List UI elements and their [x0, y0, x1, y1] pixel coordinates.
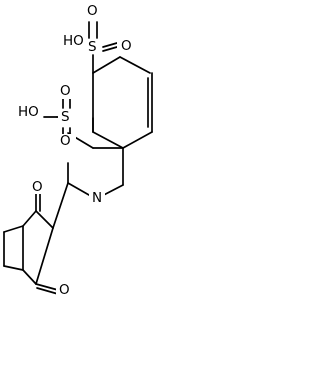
- bond: [36, 287, 59, 295]
- atom-labels: S O O HO S O O HO N O O: [18, 3, 135, 298]
- bond: [122, 131, 153, 149]
- bond: [102, 42, 118, 48]
- bond: [35, 227, 54, 285]
- oxygen-label-left-2: O: [60, 133, 71, 149]
- bond: [3, 265, 24, 271]
- oxygen-label-top-1: O: [87, 3, 98, 19]
- hydroxyl-label-top: HO: [63, 33, 84, 49]
- oxygen-label-left-1: O: [60, 83, 71, 99]
- nitrogen-label: N: [92, 190, 102, 206]
- quinoline-benzo-ring: [92, 56, 153, 149]
- bond: [102, 46, 118, 52]
- indanedione-group: [3, 192, 59, 295]
- bond: [92, 131, 124, 149]
- chemical-structure-diagram: S O O HO S O O HO N O O: [3, 3, 153, 298]
- bond: [35, 210, 54, 229]
- sulfur-label-left: S: [61, 109, 70, 125]
- oxygen-label-top-2: O: [121, 38, 132, 54]
- oxygen-label-carbonyl-bottom: O: [59, 282, 70, 298]
- bond: [3, 225, 24, 233]
- bond: [92, 56, 121, 74]
- bond: [35, 283, 59, 291]
- hydroxyl-label-left: HO: [18, 104, 39, 120]
- sulfur-label-top: S: [88, 39, 97, 55]
- bond: [119, 56, 151, 74]
- oxygen-label-carbonyl-top: O: [32, 179, 43, 195]
- sulfonic-acid-group-top: [85, 21, 118, 74]
- bond: [22, 210, 37, 227]
- bond: [52, 182, 69, 229]
- bond: [22, 269, 37, 285]
